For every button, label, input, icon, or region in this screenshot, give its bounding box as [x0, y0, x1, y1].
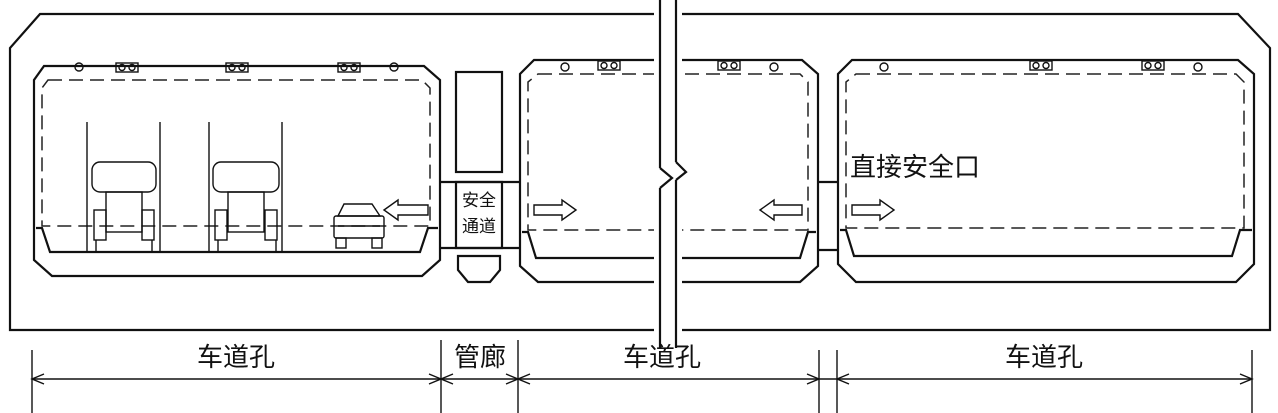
light-icon — [769, 62, 779, 72]
break-line — [654, 0, 688, 348]
fan-icon — [1141, 60, 1165, 71]
fan-icon — [225, 62, 249, 73]
car-icon — [333, 203, 385, 249]
arrow-right-icon — [533, 198, 578, 222]
safety-passage-label-line2: 通道 — [462, 217, 496, 237]
lane-bore-1 — [32, 62, 442, 278]
outer-tunnel-box — [8, 12, 1272, 332]
light-icon — [879, 62, 889, 72]
arrow-left-icon — [758, 198, 803, 222]
fan-icon — [115, 62, 139, 73]
fan-icon — [717, 60, 741, 71]
direct-exit-label: 直接安全口 — [850, 153, 980, 183]
fan-icon — [1029, 60, 1053, 71]
light-icon — [389, 62, 399, 72]
dimension-label-gallery: 管廊 — [454, 343, 506, 373]
utility-gallery — [440, 70, 520, 284]
dimension-label-bore-2: 车道孔 — [623, 343, 701, 373]
fan-icon — [337, 62, 361, 73]
light-icon — [74, 62, 84, 72]
arrow-left-icon — [382, 198, 429, 222]
dimension-lines — [30, 340, 1254, 413]
truck-icon — [208, 122, 283, 252]
dimension-label-bore-1: 车道孔 — [197, 343, 275, 373]
safety-passage-label-line1: 安全 — [462, 191, 496, 211]
lane-bore-3 — [836, 58, 1256, 284]
fan-icon — [597, 60, 621, 71]
dimension-label-bore-3: 车道孔 — [1005, 343, 1083, 373]
light-icon — [1193, 62, 1203, 72]
light-icon — [560, 62, 570, 72]
arrow-right-icon — [851, 198, 896, 222]
truck-icon — [86, 122, 161, 252]
